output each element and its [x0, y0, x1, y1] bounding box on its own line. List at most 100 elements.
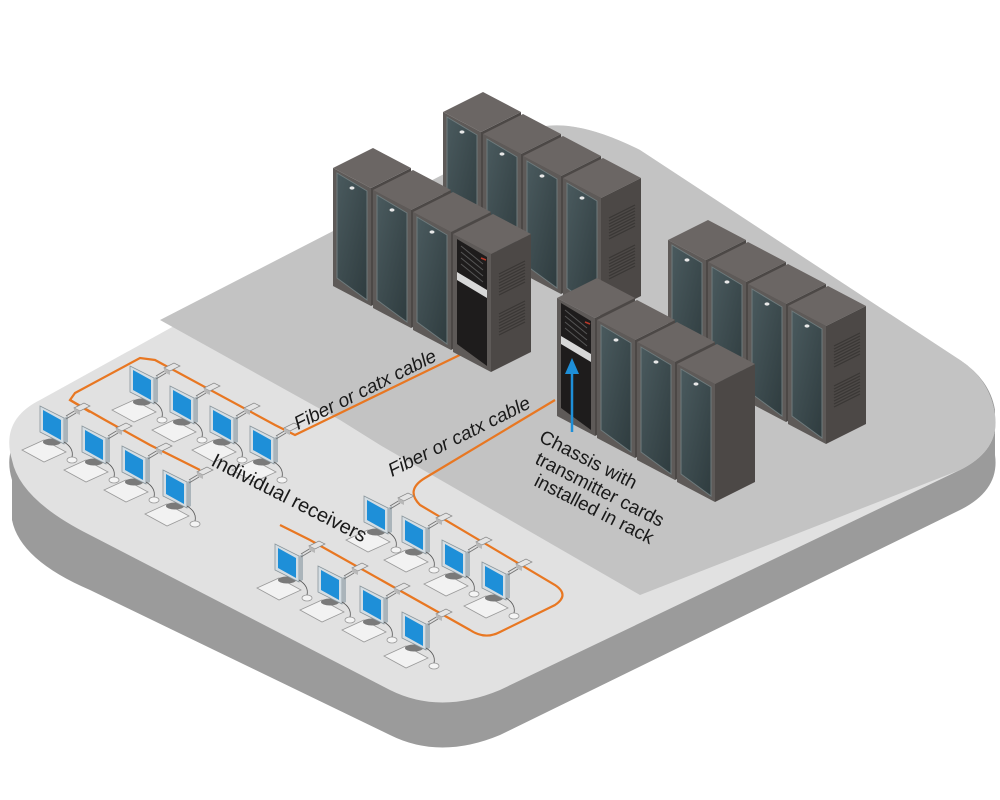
mouse-icon: [196, 436, 208, 444]
keyboard-icon: [423, 573, 469, 597]
rack-logo-icon: [724, 280, 730, 284]
rack-door: [791, 310, 823, 439]
receiver-workstation: [383, 608, 453, 670]
mouse-icon: [428, 566, 440, 574]
receiver-workstation: [345, 492, 415, 554]
keyboard-icon: [341, 619, 387, 643]
receiver-workstation: [341, 582, 411, 644]
rack-door: [416, 216, 448, 345]
rack-logo-icon: [539, 174, 545, 178]
monitor-screen: [367, 500, 385, 530]
bottom-group: [256, 540, 453, 670]
rack-logo-icon: [653, 360, 659, 364]
cable-upper-group: [68, 349, 471, 437]
rack-logo-icon: [389, 208, 395, 212]
mouse-icon: [508, 612, 520, 620]
rack-logo-icon: [804, 324, 810, 328]
receiver-workstation: [423, 536, 493, 598]
chassis-arrow: [565, 358, 579, 432]
mouse-icon: [156, 416, 168, 424]
keyboard-icon: [21, 439, 67, 463]
monitor-screen: [363, 590, 381, 620]
rack-logo-icon: [349, 186, 355, 190]
keyboard-icon: [103, 479, 149, 503]
keyboard-icon: [383, 645, 429, 669]
keyboard-icon: [256, 577, 302, 601]
rack-center-row: [677, 344, 755, 502]
mouse-icon: [390, 546, 402, 554]
receiver-workstation: [299, 562, 369, 624]
rack-logo-icon: [429, 230, 435, 234]
mouse-icon: [344, 616, 356, 624]
monitor-screen: [321, 570, 339, 600]
monitor-screen: [405, 616, 423, 646]
mouse-icon: [301, 594, 313, 602]
monitor-screen: [85, 430, 103, 460]
rack-logo-icon: [613, 338, 619, 342]
monitor-screen: [213, 410, 231, 440]
mouse-icon: [386, 636, 398, 644]
rack-logo-icon: [764, 302, 770, 306]
receiver-workstation: [383, 512, 453, 574]
rack-logo-icon: [579, 196, 585, 200]
rack-door: [751, 288, 783, 417]
rack-door: [376, 194, 408, 323]
rack-chassis-left: [453, 214, 531, 372]
monitor-screen: [405, 520, 423, 550]
receiver-workstation: [111, 362, 181, 424]
monitor-screen: [133, 370, 151, 400]
keyboard-icon: [111, 399, 157, 423]
rack-door: [640, 346, 672, 475]
keyboard-icon: [299, 599, 345, 623]
receiver-workstation: [463, 558, 533, 620]
lower-left-group: [21, 402, 214, 528]
keyboard-icon: [383, 549, 429, 573]
keyboard-icon: [463, 595, 509, 619]
rack-back-row: [563, 158, 641, 316]
cables: [68, 349, 564, 637]
monitor-screen: [445, 544, 463, 574]
receiver-workstation: [21, 402, 91, 464]
rack-logo-icon: [693, 382, 699, 386]
rack-logo-icon: [499, 152, 505, 156]
chassis-front: [561, 303, 591, 430]
monitor-screen: [125, 450, 143, 480]
rack-door: [600, 324, 632, 453]
receiver-workstation: [256, 540, 326, 602]
rack-door: [680, 368, 712, 497]
mouse-icon: [468, 590, 480, 598]
rack-door: [336, 172, 368, 301]
receiver-workstation: [151, 382, 221, 444]
rack-logo-icon: [684, 258, 690, 262]
receiver-workstations: [21, 362, 533, 670]
mouse-icon: [428, 662, 440, 670]
receiver-workstation: [231, 422, 301, 484]
monitor-screen: [253, 430, 271, 460]
rack-logo-icon: [459, 130, 465, 134]
receiver-workstation: [144, 466, 214, 528]
keyboard-icon: [345, 529, 391, 553]
server-racks: [333, 92, 866, 502]
cable-upper-group-inner: [69, 399, 201, 471]
cable-middle-right-group: [279, 399, 564, 637]
mouse-icon: [189, 520, 201, 528]
receiver-workstation: [103, 442, 173, 504]
chassis-card-tray: [457, 272, 487, 298]
mouse-icon: [148, 496, 160, 504]
monitor-screen: [173, 390, 191, 420]
mouse-icon: [108, 476, 120, 484]
monitor-screen: [278, 548, 296, 578]
receiver-workstation: [191, 402, 261, 464]
keyboard-icon: [231, 459, 277, 483]
keyboard-icon: [63, 459, 109, 483]
keyboard-icon: [191, 439, 237, 463]
chassis-card-tray: [561, 336, 591, 362]
mouse-icon: [66, 456, 78, 464]
monitor-screen: [485, 566, 503, 596]
keyboard-icon: [144, 503, 190, 527]
middle-right-group: [345, 492, 533, 620]
receiver-workstation: [63, 422, 133, 484]
rack-right-row: [788, 286, 866, 444]
upper-left-group: [111, 362, 301, 484]
